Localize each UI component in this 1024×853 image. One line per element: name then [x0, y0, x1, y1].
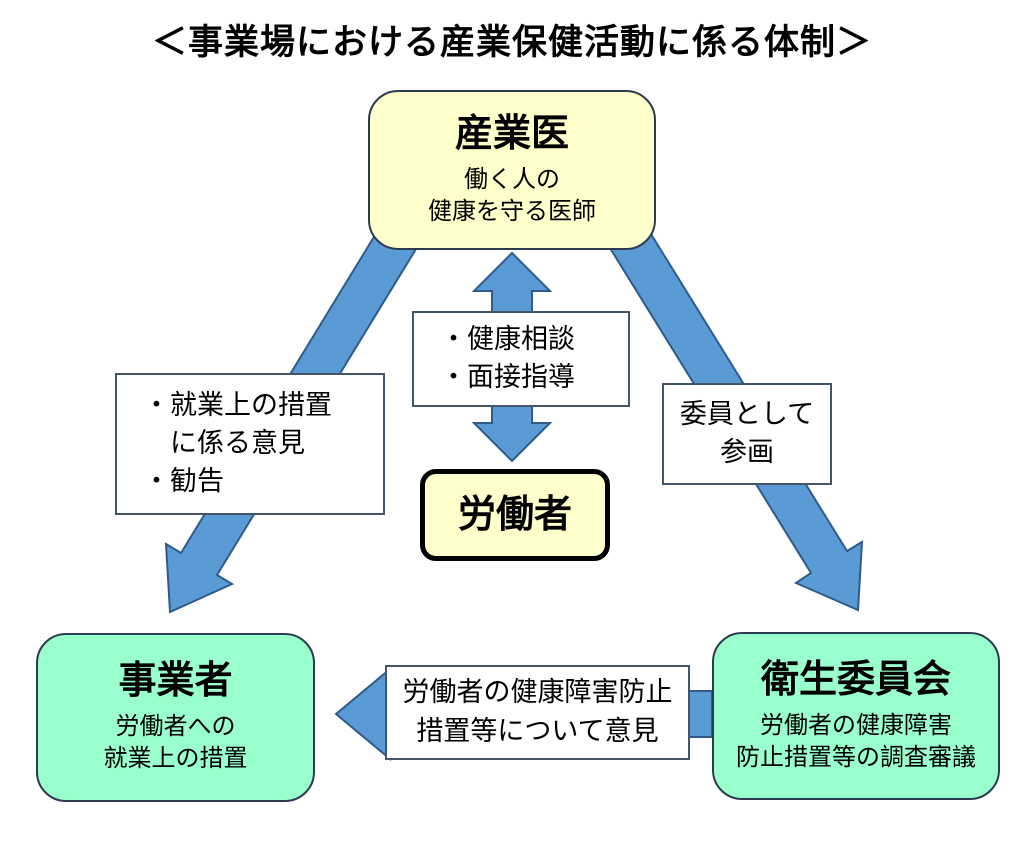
label-consult: ・健康相談 ・面接指導: [412, 311, 630, 407]
node-roudousha: 労働者: [420, 469, 610, 561]
node-sangyoui-desc-line1: 働く人の: [464, 164, 560, 193]
label-opinion-line2: 措置等について意見: [416, 715, 659, 747]
node-sangyoui-desc-line2: 健康を守る医師: [428, 196, 596, 225]
node-jigyousha-desc-line1: 労働者への: [115, 712, 236, 740]
label-measures: ・就業上の措置 に係る意見 ・勧告: [115, 373, 385, 515]
node-eisei-title: 衛生委員会: [760, 656, 951, 701]
label-measures-line2: に係る意見: [143, 427, 305, 459]
node-eisei: 衛生委員会 労働者の健康障害 防止措置等の調査審議: [712, 632, 1000, 800]
label-committee-line2: 参画: [720, 437, 774, 468]
node-sangyoui-title: 産業医: [454, 110, 569, 155]
label-committee-line1: 委員として: [679, 398, 815, 430]
node-eisei-desc-line2: 防止措置等の調査審議: [736, 742, 976, 771]
label-consult-line1: ・健康相談: [440, 323, 575, 355]
label-opinion: 労働者の健康障害防止 措置等について意見: [385, 665, 690, 760]
label-opinion-line1: 労働者の健康障害防止: [402, 677, 673, 709]
node-eisei-desc-line1: 労働者の健康障害: [760, 710, 952, 739]
node-jigyousha-desc-line2: 就業上の措置: [103, 744, 248, 773]
label-measures-line3: ・勧告: [143, 466, 224, 498]
diagram-title: ＜事業場における産業保健活動に係る体制＞: [151, 23, 872, 63]
label-measures-line1: ・就業上の措置: [143, 389, 332, 421]
node-jigyousha: 事業者 労働者への 就業上の措置: [36, 633, 315, 802]
node-roudousha-title: 労働者: [457, 492, 572, 537]
node-sangyoui: 産業医 働く人の 健康を守る医師: [368, 90, 656, 250]
label-consult-line2: ・面接指導: [440, 362, 575, 393]
label-committee: 委員として 参画: [662, 383, 832, 485]
node-jigyousha-title: 事業者: [118, 658, 233, 703]
